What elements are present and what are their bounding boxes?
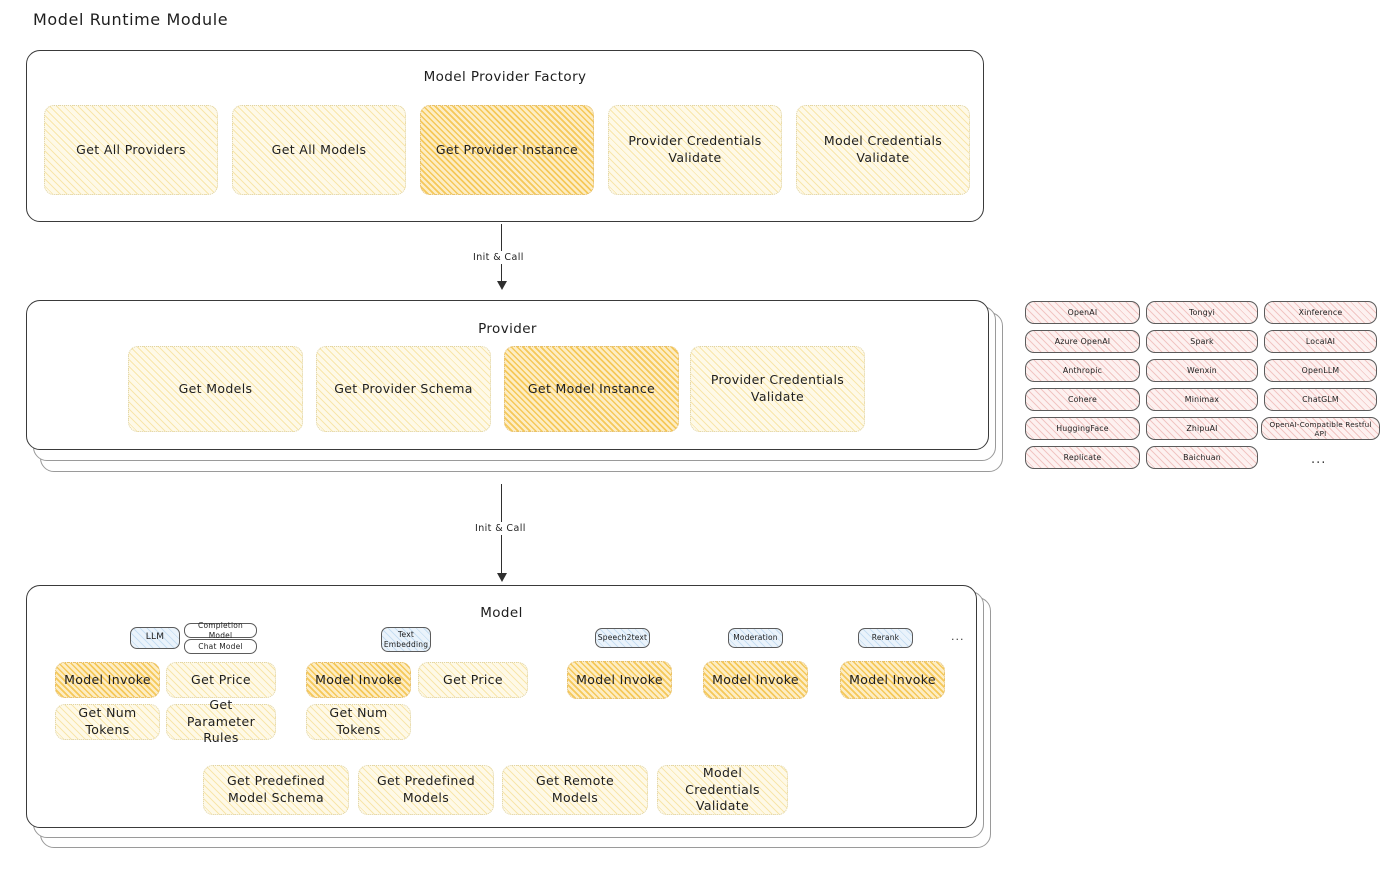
model-type-badge-rerank[interactable]: Rerank	[858, 628, 913, 648]
node-get-all-models[interactable]: Get All Models	[232, 105, 406, 195]
node-llm-get-num-tokens[interactable]: Get Num Tokens	[55, 704, 160, 740]
node-llm-get-price[interactable]: Get Price	[166, 662, 276, 698]
arrow-provider-to-model-label: Init & Call	[470, 522, 531, 535]
node-rerank-model-invoke[interactable]: Model Invoke	[840, 661, 945, 699]
node-get-all-providers[interactable]: Get All Providers	[44, 105, 218, 195]
node-get-models[interactable]: Get Models	[128, 346, 303, 432]
model-types-more: ...	[951, 630, 965, 643]
node-get-model-instance[interactable]: Get Model Instance	[504, 346, 679, 432]
provider-chip-cohere[interactable]: Cohere	[1025, 388, 1140, 411]
node-get-remote-models[interactable]: Get Remote Models	[502, 765, 648, 815]
node-get-provider-instance[interactable]: Get Provider Instance	[420, 105, 594, 195]
node-llm-get-parameter-rules[interactable]: Get Parameter Rules	[166, 697, 276, 745]
node-text-embedding-model-invoke[interactable]: Model Invoke	[306, 662, 411, 698]
node-get-predefined-models[interactable]: Get Predefined Models	[358, 765, 494, 815]
provider-chip-openai[interactable]: OpenAI	[1025, 301, 1140, 324]
arrow-provider-to-model-head	[497, 573, 507, 582]
model-type-badge-speech2text[interactable]: Speech2text	[595, 628, 650, 648]
node-speech2text-model-invoke[interactable]: Model Invoke	[567, 661, 672, 699]
provider-chip-wenxin[interactable]: Wenxin	[1146, 359, 1258, 382]
node-moderation-model-invoke[interactable]: Model Invoke	[703, 661, 808, 699]
provider-list-more: ...	[1311, 452, 1327, 467]
page-title: Model Runtime Module	[33, 10, 229, 29]
arrow-factory-to-provider-label: Init & Call	[468, 251, 529, 264]
provider-chip-openai-compatible-restful-api[interactable]: OpenAI-Compatible Restful API	[1261, 417, 1380, 440]
model-subtype-badge-completion-model[interactable]: Completion Model	[184, 621, 257, 640]
provider-chip-openllm[interactable]: OpenLLM	[1264, 359, 1377, 382]
node-model-credentials-validate[interactable]: Model Credentials Validate	[657, 765, 788, 815]
provider-chip-huggingface[interactable]: HuggingFace	[1025, 417, 1140, 440]
provider-chip-zhipuai[interactable]: ZhipuAI	[1146, 417, 1258, 440]
node-text-embedding-get-num-tokens[interactable]: Get Num Tokens	[306, 704, 411, 740]
provider-chip-localai[interactable]: LocalAI	[1264, 330, 1377, 353]
node-provider-credentials-validate[interactable]: Provider Credentials Validate	[690, 346, 865, 432]
provider-chip-minimax[interactable]: Minimax	[1146, 388, 1258, 411]
model-title: Model	[480, 605, 523, 621]
provider-chip-chatglm[interactable]: ChatGLM	[1264, 388, 1377, 411]
provider-chip-tongyi[interactable]: Tongyi	[1146, 301, 1258, 324]
model-subtype-badge-chat-model[interactable]: Chat Model	[184, 639, 257, 654]
provider-chip-anthropic[interactable]: Anthropic	[1025, 359, 1140, 382]
provider-chip-azure-openai[interactable]: Azure OpenAI	[1025, 330, 1140, 353]
node-text-embedding-get-price[interactable]: Get Price	[418, 662, 528, 698]
model-provider-factory-title: Model Provider Factory	[423, 69, 587, 85]
provider-chip-xinference[interactable]: Xinference	[1264, 301, 1377, 324]
node-provider-credentials-validate-factory[interactable]: Provider Credentials Validate	[608, 105, 782, 195]
model-type-badge-text-embedding[interactable]: Text Embedding	[381, 627, 431, 652]
model-type-badge-llm[interactable]: LLM	[130, 627, 180, 649]
node-model-credentials-validate-factory[interactable]: Model Credentials Validate	[796, 105, 970, 195]
node-get-provider-schema[interactable]: Get Provider Schema	[316, 346, 491, 432]
model-type-badge-moderation[interactable]: Moderation	[728, 628, 783, 648]
provider-chip-spark[interactable]: Spark	[1146, 330, 1258, 353]
arrow-factory-to-provider-head	[497, 281, 507, 290]
node-get-predefined-model-schema[interactable]: Get Predefined Model Schema	[203, 765, 349, 815]
provider-chip-replicate[interactable]: Replicate	[1025, 446, 1140, 469]
provider-chip-baichuan[interactable]: Baichuan	[1146, 446, 1258, 469]
provider-title: Provider	[478, 321, 537, 337]
node-llm-model-invoke[interactable]: Model Invoke	[55, 662, 160, 698]
